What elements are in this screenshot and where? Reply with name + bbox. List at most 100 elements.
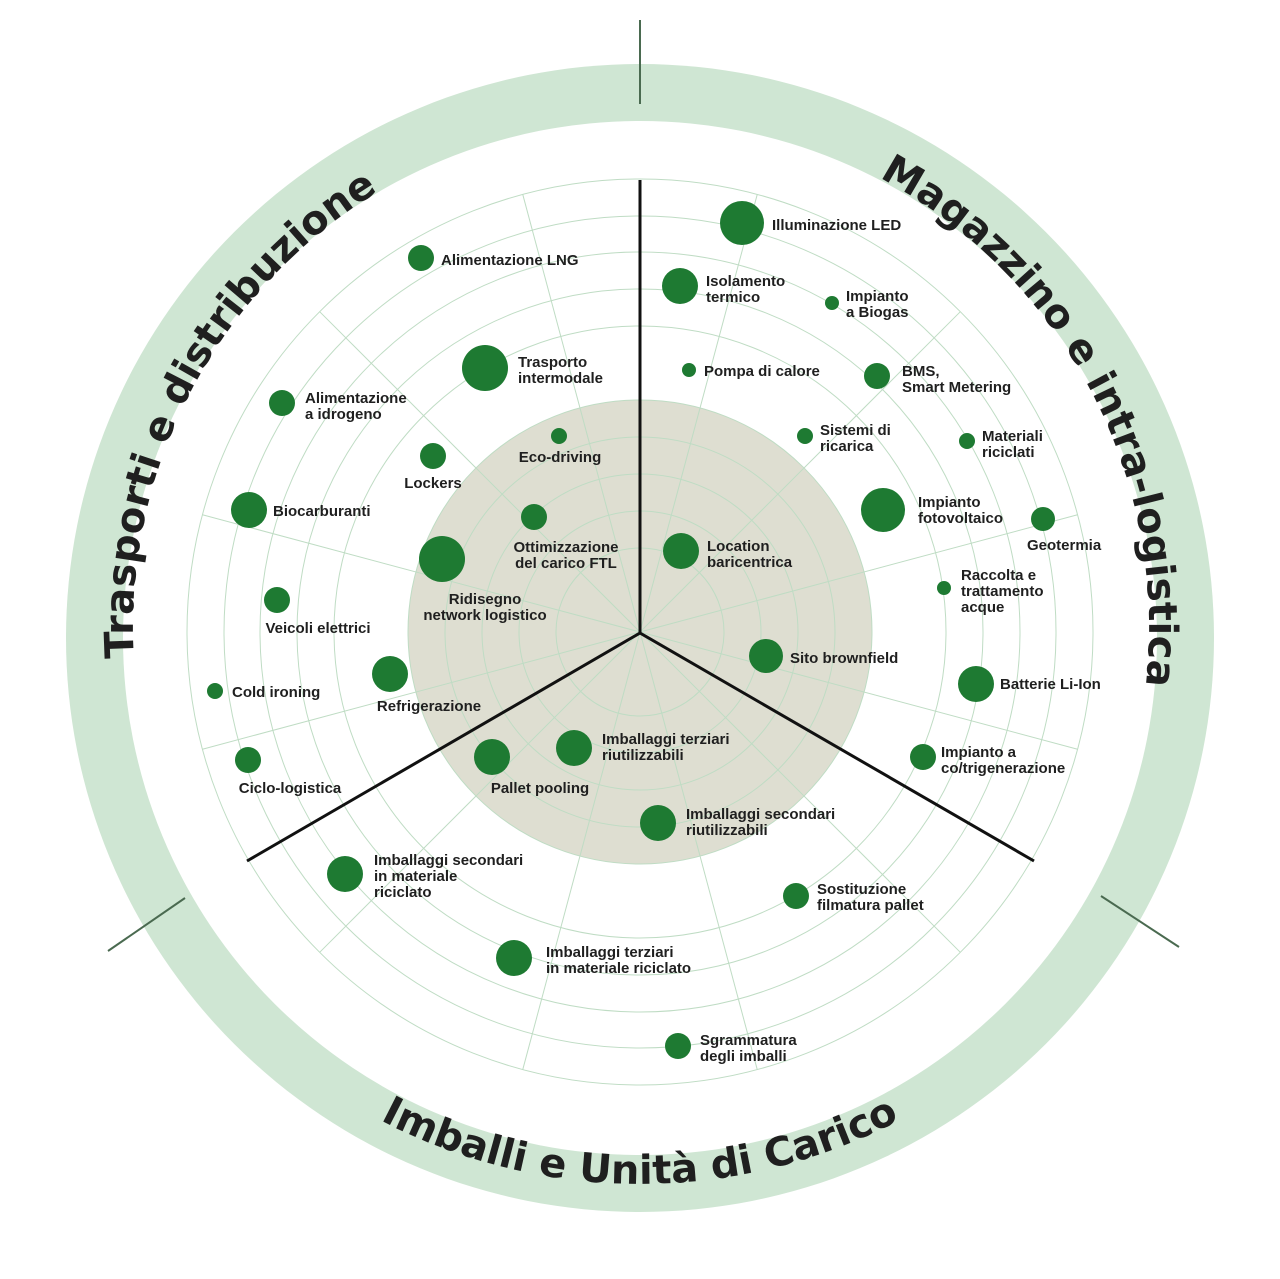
bubble-label: Alimentazione LNG xyxy=(441,252,579,269)
bubble-label: Biocarburanti xyxy=(273,503,371,520)
bubble-label: Refrigerazione xyxy=(377,698,481,715)
bubble-label: Pompa di calore xyxy=(704,363,820,380)
bubble-label-line: Impianto xyxy=(918,494,981,511)
bubble xyxy=(958,666,994,702)
bubble-label-line: Ciclo-logistica xyxy=(239,780,342,797)
grid-spoke xyxy=(579,631,641,857)
bubble-label-line: Lockers xyxy=(404,475,462,492)
bubble xyxy=(264,587,290,613)
bubble-label: Eco-driving xyxy=(519,449,602,466)
bubble-item: Sito brownfield xyxy=(749,639,898,673)
bubble-item: Illuminazione LED xyxy=(720,201,901,245)
bubble-item: Alimentazione LNG xyxy=(408,245,579,271)
bubble-label-line: Biocarburanti xyxy=(273,503,371,520)
bubble xyxy=(419,536,465,582)
grid-spoke xyxy=(639,631,701,857)
bubble-label-line: Pallet pooling xyxy=(491,780,589,797)
bubble-label: BMS,Smart Metering xyxy=(902,363,1011,396)
bubble-label-line: Ridisegno xyxy=(449,591,522,608)
bubble-label-line: BMS, xyxy=(902,363,940,380)
bubble xyxy=(496,940,532,976)
bubble-item: Refrigerazione xyxy=(372,656,481,715)
bubble xyxy=(662,268,698,304)
bubble xyxy=(462,345,508,391)
divider-right xyxy=(639,631,1035,863)
bubble-label-line: Smart Metering xyxy=(902,379,1011,396)
bubble-label-line: trattamento xyxy=(961,583,1044,600)
bubble xyxy=(797,428,813,444)
bubble-label-line: Ottimizzazione xyxy=(513,539,618,556)
bubble-item: Lockers xyxy=(404,443,462,492)
bubble xyxy=(372,656,408,692)
bubble-label-line: riciclato xyxy=(374,884,432,901)
bubble-label-line: del carico FTL xyxy=(515,555,617,572)
bubble xyxy=(231,492,267,528)
bubble-item: Veicoli elettrici xyxy=(264,587,371,637)
grid-spoke xyxy=(415,571,641,633)
bubble xyxy=(207,683,223,699)
grid-spoke xyxy=(475,467,641,633)
bubble-label-line: Location xyxy=(707,538,770,555)
bubble-label-line: Trasporto xyxy=(518,354,587,371)
bubble-label-line: Alimentazione xyxy=(305,390,407,407)
grid-spoke xyxy=(415,631,641,693)
bubble-label-line: co/trigenerazione xyxy=(941,760,1065,777)
bubble-label: Veicoli elettrici xyxy=(265,620,370,637)
bubble-label: Geotermia xyxy=(1027,537,1102,554)
bubble-label-line: degli imballi xyxy=(700,1048,787,1065)
bubble-label: Sito brownfield xyxy=(790,650,898,667)
bubble-item: Ciclo-logistica xyxy=(235,747,342,797)
bubble-label-line: network logistico xyxy=(423,607,546,624)
bubble-label-line: Imballaggi terziari xyxy=(602,731,730,748)
bubble-label-line: Sistemi di xyxy=(820,422,891,439)
bubble-item: Pallet pooling xyxy=(474,739,589,797)
bubble xyxy=(665,1033,691,1059)
bubble xyxy=(327,856,363,892)
bubble-label-line: Pompa di calore xyxy=(704,363,820,380)
bubble-label-line: baricentrica xyxy=(707,554,793,571)
bubble-item: Cold ironing xyxy=(207,683,320,701)
bubble xyxy=(556,730,592,766)
bubble xyxy=(663,533,699,569)
bubble-label-line: Imballaggi secondari xyxy=(374,852,523,869)
bubble-label-line: Imballaggi secondari xyxy=(686,806,835,823)
bubble-item: Biocarburanti xyxy=(231,492,371,528)
bubble-item: Batterie Li-Ion xyxy=(958,666,1101,702)
bubble xyxy=(640,805,676,841)
bubble-label-line: Isolamento xyxy=(706,273,785,290)
bubble-label-line: Geotermia xyxy=(1027,537,1102,554)
bubble xyxy=(474,739,510,775)
bubble-label-line: Eco-driving xyxy=(519,449,602,466)
ring-tick-left xyxy=(107,897,186,952)
grid-spoke xyxy=(639,631,805,797)
grid-spoke xyxy=(639,571,865,633)
bubble-label-line: fotovoltaico xyxy=(918,510,1003,527)
bubble xyxy=(720,201,764,245)
bubble-label: Cold ironing xyxy=(232,684,320,701)
ring-tick-right xyxy=(1100,895,1180,948)
bubble-label-line: Imballaggi terziari xyxy=(546,944,674,961)
bubble-label-line: in materiale riciclato xyxy=(546,960,691,977)
